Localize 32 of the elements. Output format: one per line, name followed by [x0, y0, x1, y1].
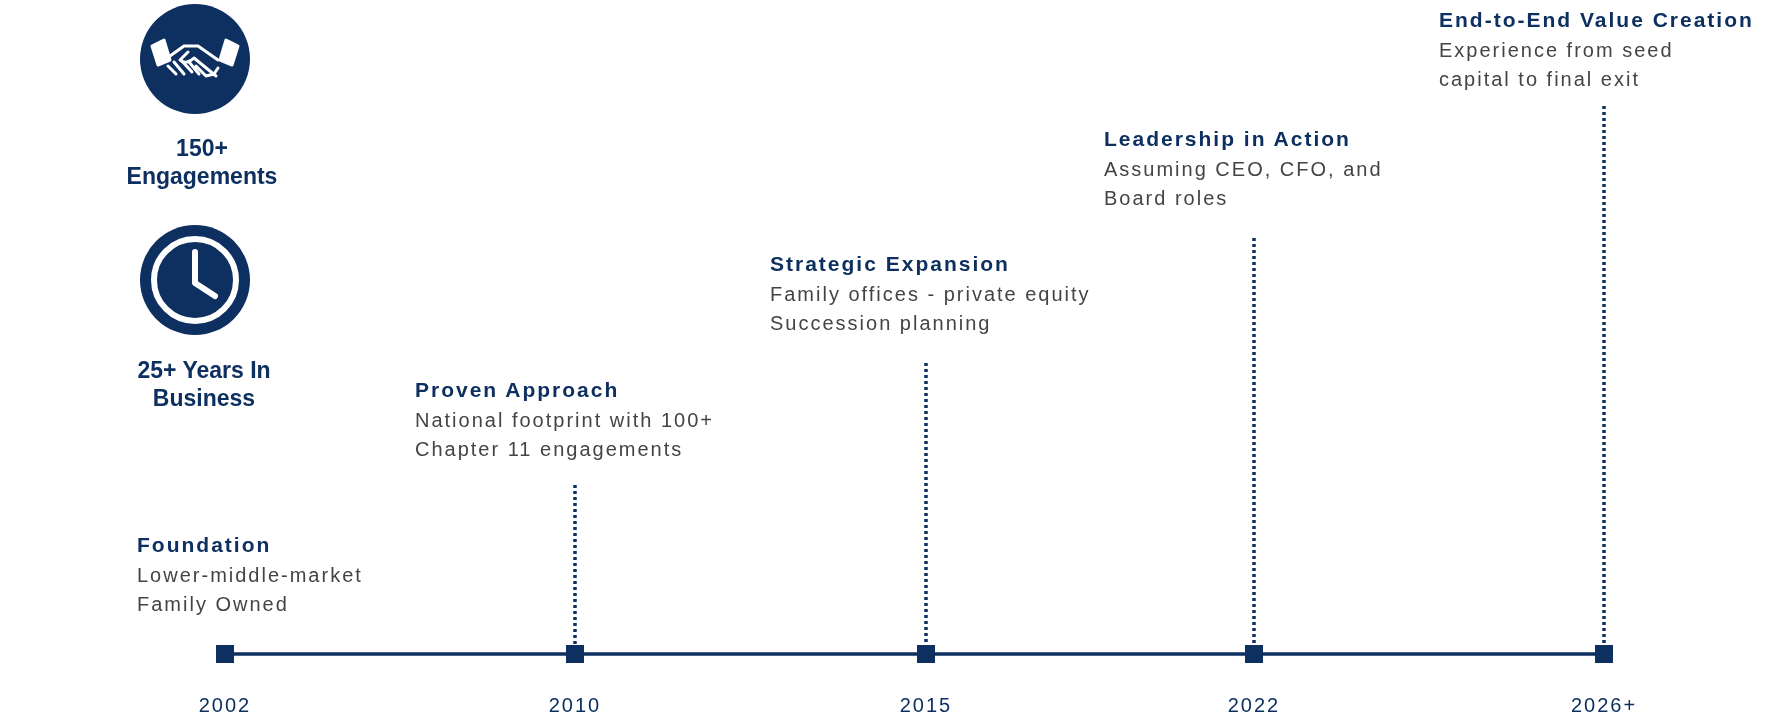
- timeline-marker: [917, 645, 935, 663]
- year-label: 2026+: [1570, 694, 1638, 717]
- milestone-description: Succession planning: [770, 311, 993, 336]
- milestone-description: Family Owned: [137, 592, 290, 617]
- dotted-leader-line: [1252, 238, 1256, 645]
- timeline-marker: [1595, 645, 1613, 663]
- milestone-heading: Foundation: [137, 533, 272, 557]
- year-label: 2015: [899, 694, 953, 717]
- milestone-heading: Proven Approach: [415, 378, 620, 402]
- timeline-line: [935, 652, 1245, 656]
- year-label: 2022: [1227, 694, 1281, 717]
- stat-label: 150+ Engagements: [125, 134, 279, 190]
- milestone-description: Lower-middle-market: [137, 563, 364, 588]
- year-label: 2010: [548, 694, 602, 717]
- milestone-description: National footprint with 100+ Chapter 11 engagements: [415, 408, 715, 462]
- milestone-heading: Leadership in Action: [1104, 127, 1351, 151]
- dotted-leader-line: [924, 363, 928, 645]
- timeline-line: [1263, 652, 1595, 656]
- timeline-marker: [216, 645, 234, 663]
- year-label: 2002: [198, 694, 252, 717]
- milestone-heading: Strategic Expansion: [770, 252, 1010, 276]
- timeline-line: [234, 652, 566, 656]
- milestone-heading: End-to-End Value Creation: [1439, 8, 1754, 32]
- milestone-description: Assuming CEO, CFO, and Board roles: [1104, 157, 1384, 211]
- stat-label: 25+ Years In Business: [136, 356, 272, 412]
- timeline-line: [584, 652, 917, 656]
- dotted-leader-line: [573, 485, 577, 645]
- dotted-leader-line: [1602, 106, 1606, 645]
- milestone-description: Experience from seed capital to final exit: [1439, 38, 1675, 92]
- timeline-marker: [1245, 645, 1263, 663]
- timeline-marker: [566, 645, 584, 663]
- milestone-description: Family offices - private equity: [770, 282, 1092, 307]
